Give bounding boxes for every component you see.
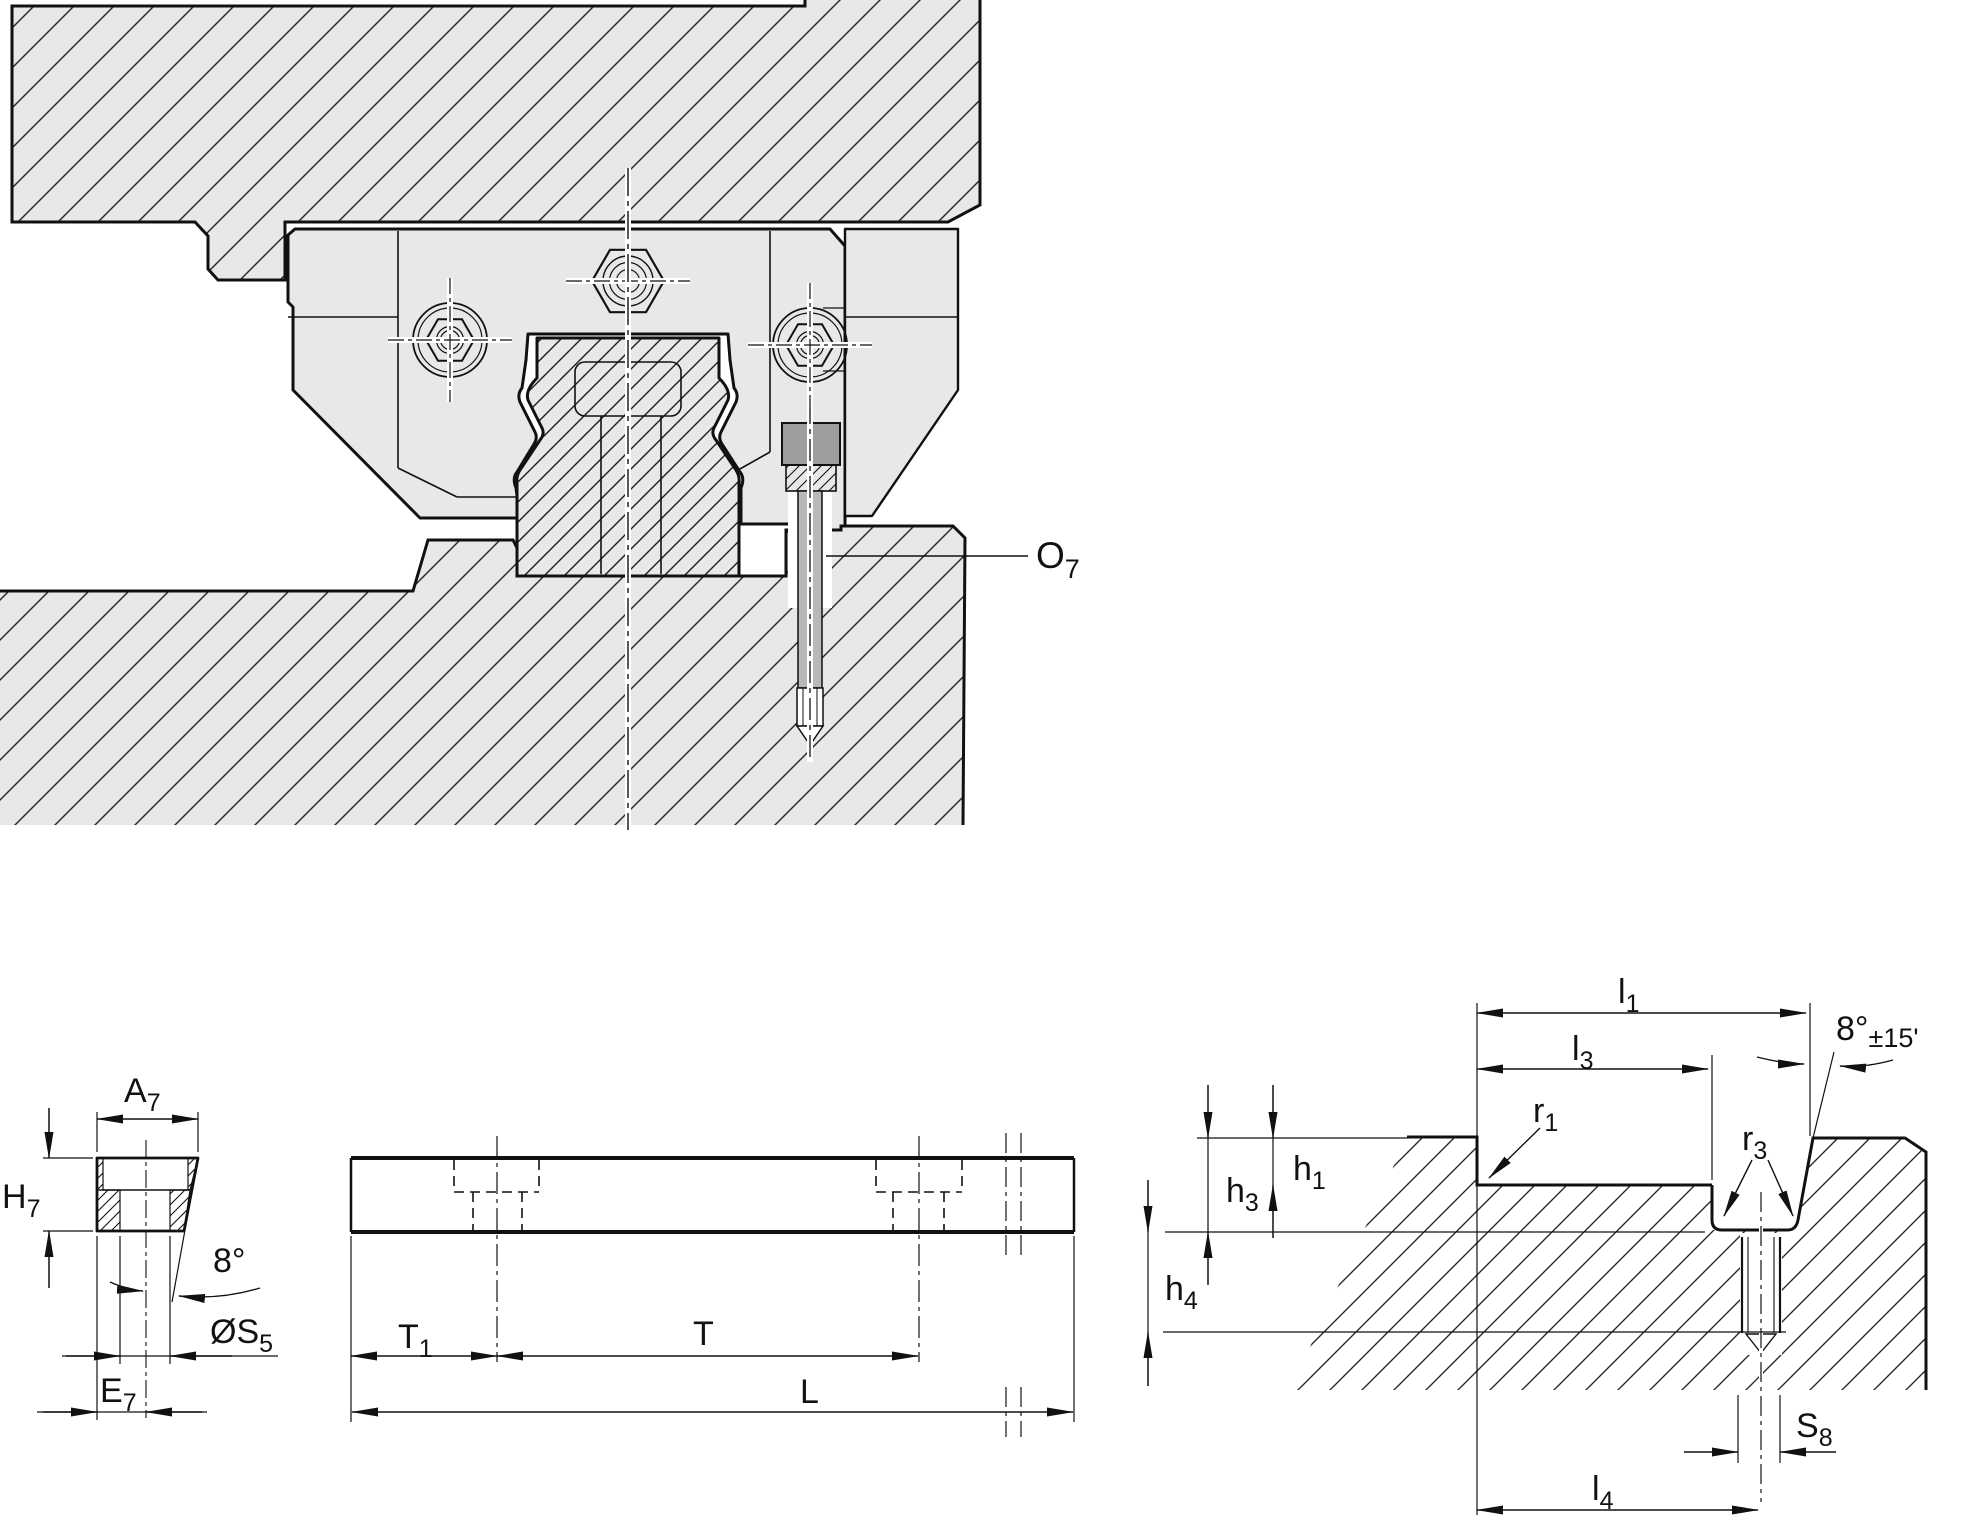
- svg-text:l1: l1: [1618, 973, 1639, 1018]
- dim-l1: l1: [1476, 973, 1811, 1515]
- carriage-body: [286, 227, 847, 550]
- svg-text:8°±15': 8°±15': [1836, 1010, 1919, 1053]
- dim-e7: E7: [37, 1236, 207, 1420]
- svg-text:ØS5: ØS5: [210, 1313, 273, 1358]
- dim-t1: T1: [350, 1318, 498, 1363]
- rail-hole-1: [453, 1160, 540, 1230]
- bed-detail-figure: l1 l3 8°±15' h1 h3: [1143, 973, 1928, 1515]
- right-clamp-region: [843, 227, 960, 518]
- upper-machine-block: [10, 0, 982, 282]
- svg-text:A7: A7: [124, 1072, 161, 1117]
- main-assembly-figure: O7: [0, 0, 1080, 830]
- dim-r3: r3: [1723, 1120, 1794, 1217]
- svg-text:8°: 8°: [213, 1242, 246, 1280]
- svg-text:E7: E7: [100, 1372, 137, 1417]
- svg-text:l3: l3: [1572, 1030, 1593, 1075]
- o7-callout: O7: [826, 535, 1080, 584]
- dim-r1: r1: [1488, 1092, 1558, 1179]
- dim-l4: l4: [1476, 1470, 1759, 1515]
- dim-angle8-15: 8°±15': [1756, 1010, 1919, 1139]
- rail-hole-2: [875, 1160, 963, 1230]
- dim-angle8: 8°: [109, 1157, 261, 1303]
- svg-text:T1: T1: [398, 1318, 433, 1363]
- dim-a7: A7: [96, 1072, 199, 1152]
- dim-l: L: [351, 1373, 1074, 1417]
- hex-socket-screw-right: [748, 283, 872, 407]
- hex-socket-screw-left: [388, 278, 512, 402]
- dim-l3: l3: [1476, 1030, 1713, 1180]
- svg-text:T: T: [693, 1315, 714, 1353]
- fixing-screw-assembly: [781, 402, 841, 762]
- dim-s5: ØS5: [62, 1236, 278, 1364]
- rail-side-figure: T1 T L: [349, 1133, 1076, 1437]
- dim-h3: h3: [1203, 1085, 1259, 1285]
- svg-text:L: L: [800, 1373, 819, 1411]
- dim-s8: S8: [1684, 1395, 1836, 1463]
- dim-h7: H7: [2, 1108, 93, 1288]
- dim-t: T: [496, 1315, 919, 1361]
- svg-text:S8: S8: [1796, 1407, 1833, 1452]
- svg-text:r1: r1: [1533, 1092, 1558, 1137]
- svg-text:h1: h1: [1293, 1150, 1326, 1195]
- svg-text:h4: h4: [1165, 1270, 1198, 1315]
- plug-detail-figure: A7 H7 8° ØS5: [2, 1072, 278, 1420]
- carriage-seam-left-chamfer: [397, 467, 458, 498]
- svg-text:h3: h3: [1226, 1172, 1259, 1217]
- dim-h1: h1: [1268, 1085, 1326, 1238]
- bed-thread-hole: [1740, 1192, 1782, 1502]
- lower-machine-block: [0, 524, 967, 826]
- svg-text:l4: l4: [1592, 1470, 1614, 1515]
- svg-text:H7: H7: [2, 1178, 40, 1223]
- svg-text:r3: r3: [1742, 1120, 1767, 1165]
- dim-h4: h4: [1143, 1180, 1198, 1386]
- o7-label: O7: [1036, 535, 1080, 584]
